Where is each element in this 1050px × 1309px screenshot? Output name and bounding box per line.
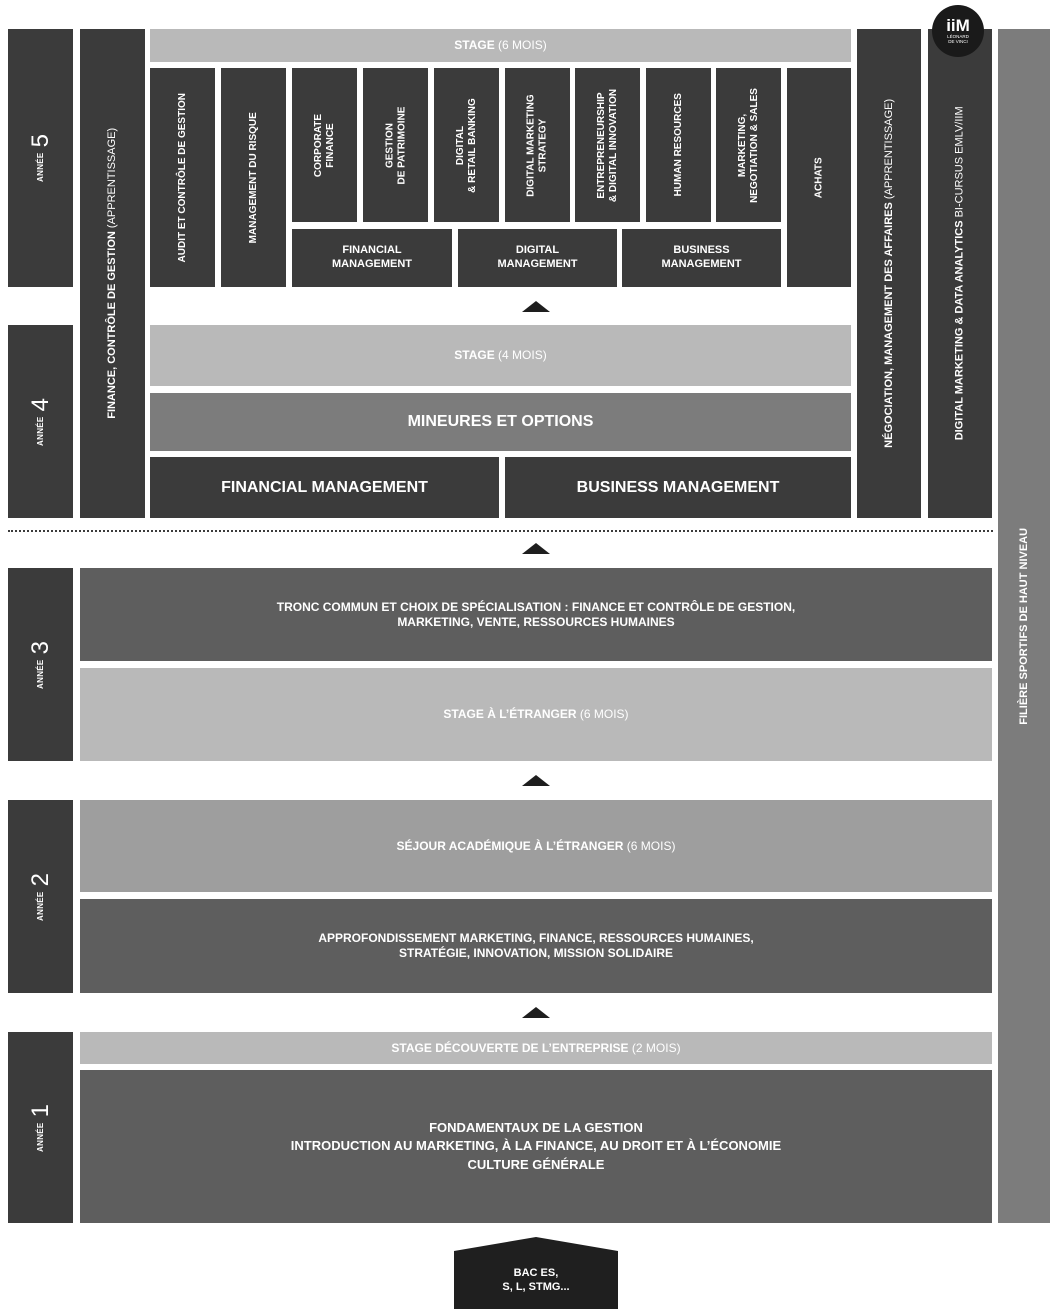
group-financial-management-label: FINANCIAL MANAGEMENT — [331, 244, 413, 270]
bac-entry: BAC ES, S, L, STMG... — [454, 1237, 618, 1309]
sportifs-haut-niveau-label: FILIÈRE SPORTIFS DE HAUT NIVEAU — [1017, 527, 1030, 725]
year-number: 2 — [26, 872, 54, 886]
year1-stage-label: STAGE DÉCOUVERTE DE L’ENTREPRISE — [391, 1040, 629, 1055]
year3-stage-label: STAGE À L’ÉTRANGER — [443, 707, 577, 721]
spec-digital-banking: DIGITAL & RETAIL BANKING — [434, 68, 499, 222]
year1-stage-duration: (2 MOIS) — [628, 1040, 681, 1055]
digital-marketing-data-column: DIGITAL MARKETING & DATA ANALYTICS BI-CU… — [928, 29, 992, 518]
y4-financial-management-label: FINANCIAL MANAGEMENT — [221, 478, 428, 496]
dotted-divider — [8, 530, 993, 532]
y4-business-management: BUSINESS MANAGEMENT — [505, 457, 851, 518]
year-2-label: ANNÉE 2 — [8, 800, 73, 993]
year3-stage-duration: (6 MOIS) — [576, 707, 629, 721]
year4-stage: STAGE (4 MOIS) — [150, 325, 851, 386]
bac-entry-label: BAC ES, S, L, STMG... — [502, 1266, 570, 1293]
iim-logo-mark: iiM — [946, 16, 970, 36]
spec-digital-marketing-strategy-label: DIGITAL MARKETING STRATEGY — [526, 93, 549, 197]
group-business-management-label: BUSINESS MANAGEMENT — [661, 244, 742, 270]
spec-human-resources-label: HUMAN RESOURCES — [672, 93, 684, 197]
year1-fondamentaux-label: FONDAMENTAUX DE LA GESTION INTRODUCTION … — [290, 1120, 782, 1172]
year-4-label: ANNÉE 4 — [8, 325, 73, 518]
year-word: ANNÉE — [35, 1121, 45, 1152]
year4-stage-duration: (4 MOIS) — [494, 348, 547, 362]
year2-sejour-label: SÉJOUR ACADÉMIQUE À L’ÉTRANGER — [396, 838, 624, 853]
year2-sejour-duration: (6 MOIS) — [623, 838, 676, 853]
digital-marketing-data-sub: BI-CURSUS EMLV/IIM — [953, 106, 966, 221]
finance-apprentissage-column: FINANCE, CONTRÔLE DE GESTION (APPRENTISS… — [80, 29, 145, 518]
group-financial-management: FINANCIAL MANAGEMENT — [292, 229, 452, 287]
spec-entrepreneurship: ENTREPRENEURSHIP & DIGITAL INNOVATION — [575, 68, 640, 222]
year2-approfondissement: APPROFONDISSEMENT MARKETING, FINANCE, RE… — [80, 899, 992, 993]
year5-stage-duration: (6 MOIS) — [494, 38, 547, 52]
spec-marketing-negotiation-sales: MARKETING, NEGOTIATION & SALES — [716, 68, 781, 222]
spec-entrepreneurship-label: ENTREPRENEURSHIP & DIGITAL INNOVATION — [596, 88, 619, 202]
spec-achats-label: ACHATS — [813, 157, 825, 198]
arrow-up-icon — [522, 1007, 550, 1018]
spec-marketing-negotiation-sales-label: MARKETING, NEGOTIATION & SALES — [737, 87, 760, 203]
mineures-options: MINEURES ET OPTIONS — [150, 393, 851, 451]
year5-stage: STAGE (6 MOIS) — [150, 29, 851, 62]
finance-apprentissage-label: FINANCE, CONTRÔLE DE GESTION — [106, 231, 119, 419]
group-digital-management-label: DIGITAL MANAGEMENT — [497, 244, 578, 270]
spec-corporate-finance: CORPORATE FINANCE — [292, 68, 357, 222]
year-5-label: ANNÉE 5 — [8, 29, 73, 287]
year-word: ANNÉE — [35, 890, 45, 921]
spec-human-resources: HUMAN RESOURCES — [646, 68, 711, 222]
year4-stage-label: STAGE — [454, 348, 495, 362]
negociation-apprentissage-column: NÉGOCIATION, MANAGEMENT DES AFFAIRES (AP… — [857, 29, 921, 518]
mineures-options-label: MINEURES ET OPTIONS — [407, 413, 594, 430]
group-digital-management: DIGITAL MANAGEMENT — [458, 229, 617, 287]
finance-apprentissage-sub: (APPRENTISSAGE) — [106, 128, 119, 232]
year3-stage: STAGE À L’ÉTRANGER (6 MOIS) — [80, 668, 992, 761]
y4-financial-management: FINANCIAL MANAGEMENT — [150, 457, 499, 518]
spec-digital-marketing-strategy: DIGITAL MARKETING STRATEGY — [505, 68, 570, 222]
year1-fondamentaux: FONDAMENTAUX DE LA GESTION INTRODUCTION … — [80, 1070, 992, 1223]
sportifs-haut-niveau-column: FILIÈRE SPORTIFS DE HAUT NIVEAU — [998, 29, 1050, 1223]
year3-tronc-commun-label: TRONC COMMUN ET CHOIX DE SPÉCIALISATION … — [276, 599, 796, 629]
year2-approfondissement-label: APPROFONDISSEMENT MARKETING, FINANCE, RE… — [318, 931, 754, 960]
spec-gestion-patrimoine-label: GESTION DE PATRIMOINE — [384, 106, 407, 184]
spec-achats: ACHATS — [787, 68, 851, 287]
year3-tronc-commun: TRONC COMMUN ET CHOIX DE SPÉCIALISATION … — [80, 568, 992, 661]
spec-audit: AUDIT ET CONTRÔLE DE GESTION — [150, 68, 215, 287]
arrow-up-icon — [522, 301, 550, 312]
year-word: ANNÉE — [35, 152, 45, 182]
arrow-up-icon — [522, 775, 550, 786]
year-3-label: ANNÉE 3 — [8, 568, 73, 761]
year-number: 3 — [26, 640, 54, 654]
year-word: ANNÉE — [35, 415, 45, 446]
year-1-label: ANNÉE 1 — [8, 1032, 73, 1223]
year-word: ANNÉE — [35, 658, 45, 689]
spec-risque-label: MANAGEMENT DU RISQUE — [247, 111, 259, 244]
year-number: 5 — [26, 134, 54, 148]
year-number: 1 — [26, 1103, 54, 1117]
spec-risque: MANAGEMENT DU RISQUE — [221, 68, 286, 287]
spec-gestion-patrimoine: GESTION DE PATRIMOINE — [363, 68, 428, 222]
year1-stage: STAGE DÉCOUVERTE DE L’ENTREPRISE (2 MOIS… — [80, 1032, 992, 1064]
spec-audit-label: AUDIT ET CONTRÔLE DE GESTION — [176, 92, 188, 263]
digital-marketing-data-label: DIGITAL MARKETING & DATA ANALYTICS — [953, 220, 966, 441]
negociation-sub: (APPRENTISSAGE) — [882, 99, 895, 203]
spec-corporate-finance-label: CORPORATE FINANCE — [313, 113, 336, 177]
year2-sejour: SÉJOUR ACADÉMIQUE À L’ÉTRANGER (6 MOIS) — [80, 800, 992, 892]
iim-logo-sub: LÉONARD DE VINCI — [947, 34, 969, 44]
year5-stage-label: STAGE — [454, 38, 495, 52]
group-business-management: BUSINESS MANAGEMENT — [622, 229, 781, 287]
y4-business-management-label: BUSINESS MANAGEMENT — [576, 478, 780, 496]
iim-logo: iiM LÉONARD DE VINCI — [932, 5, 984, 57]
arrow-up-icon — [522, 543, 550, 554]
spec-digital-banking-label: DIGITAL & RETAIL BANKING — [455, 97, 478, 193]
year-number: 4 — [26, 397, 54, 411]
negociation-label: NÉGOCIATION, MANAGEMENT DES AFFAIRES — [882, 202, 895, 448]
